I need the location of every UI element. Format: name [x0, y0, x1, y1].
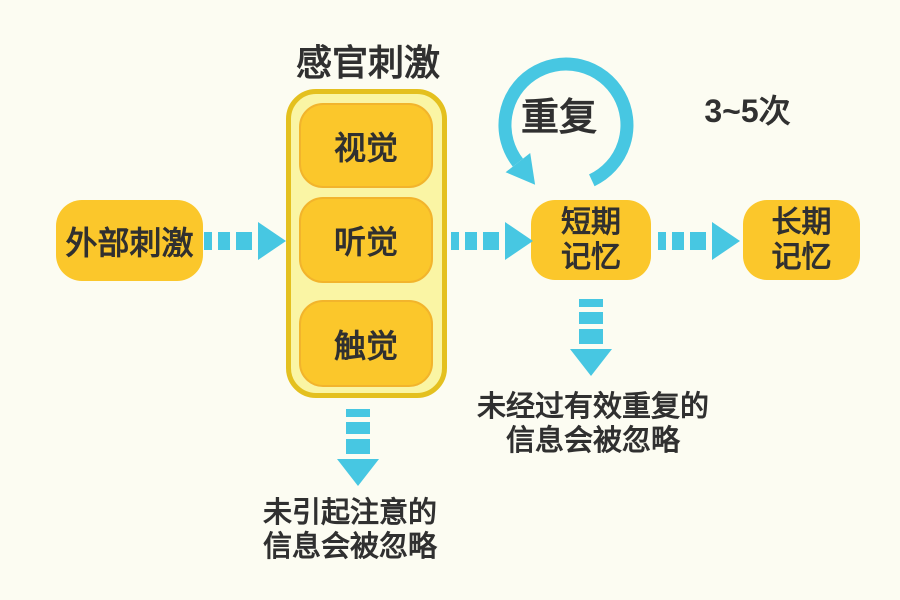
node-long-term-memory: 长期 记忆 [743, 200, 860, 280]
note-line: 未引起注意的 [262, 497, 437, 529]
arrow-right-icon-external-to-sensory [204, 222, 286, 260]
dash [346, 439, 370, 454]
repeat-times-label: 3~5次 [704, 93, 791, 129]
arrowhead-right-icon [712, 222, 740, 260]
arrow-right-icon-sensory-to-short-term [451, 222, 533, 260]
dash [690, 232, 706, 250]
arrowhead-down-icon [337, 459, 379, 486]
note-line: 信息会被忽略 [505, 425, 680, 457]
dash [218, 232, 230, 250]
arrowhead-right-icon [505, 222, 533, 260]
dash [346, 422, 370, 434]
arrowhead-right-icon [258, 222, 286, 260]
dash [451, 232, 459, 250]
node-external-stimulus: 外部刺激 [56, 200, 203, 281]
arrow-down-icon-sensory-ignored [337, 409, 379, 486]
node-vision: 视觉 [299, 103, 433, 188]
note-line: 信息会被忽略 [262, 531, 437, 563]
note-unrehearsed-ignored: 未经过有效重复的 信息会被忽略 [468, 390, 718, 458]
sensory-group-title: 感官刺激 [295, 42, 440, 83]
node-hearing: 听觉 [299, 197, 433, 283]
repeat-loop-arrow-icon [498, 57, 634, 187]
short-term-line1: 短期 [561, 206, 621, 239]
dash [672, 232, 684, 250]
node-touch: 触觉 [299, 300, 433, 387]
short-term-line2: 记忆 [561, 241, 621, 274]
dash [483, 232, 499, 250]
arrowhead-down-icon [570, 349, 612, 376]
dash [465, 232, 477, 250]
note-unattended-ignored: 未引起注意的 信息会被忽略 [240, 496, 460, 564]
dash [346, 409, 370, 417]
note-line: 未经过有效重复的 [476, 391, 709, 423]
node-short-term-memory: 短期 记忆 [531, 200, 651, 280]
long-term-line2: 记忆 [771, 241, 832, 274]
arrow-down-icon-short-term-ignored [570, 299, 612, 376]
dash [204, 232, 212, 250]
dash [579, 299, 603, 307]
dash [236, 232, 252, 250]
repeat-label: 重复 [520, 97, 597, 139]
arrow-right-icon-short-to-long-term [658, 222, 740, 260]
long-term-line1: 长期 [771, 206, 832, 239]
dash [658, 232, 666, 250]
dash [579, 312, 603, 324]
dash [579, 329, 603, 344]
